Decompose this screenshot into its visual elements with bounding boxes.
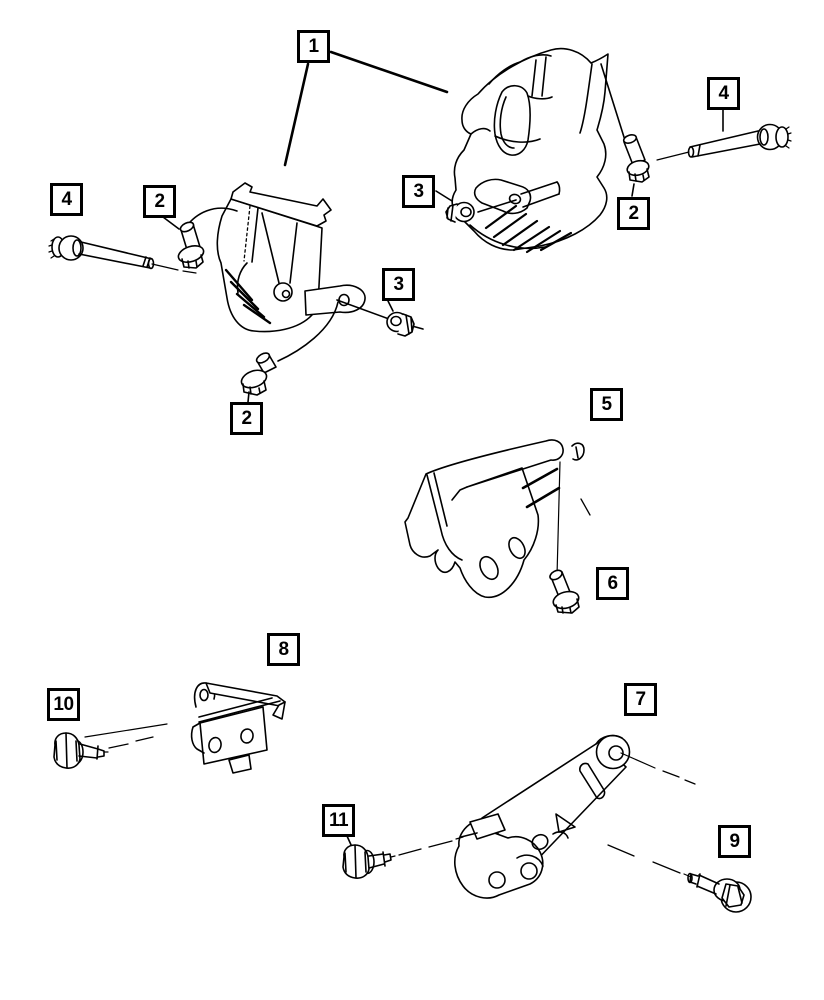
small-bolt-lower-left-drawing	[240, 352, 277, 403]
engine-mount-bracket-right-drawing	[451, 47, 609, 254]
callout-2-right-label: 2	[628, 203, 639, 224]
callout-1: 1	[297, 30, 330, 63]
callout-8-label: 8	[278, 639, 289, 660]
callout-2-upper-left-label: 2	[154, 191, 165, 212]
callout-6: 6	[596, 567, 629, 600]
callout-10-label: 10	[53, 694, 74, 715]
callout-2-lower-left-leader	[247, 391, 250, 403]
callout-8: 8	[267, 633, 300, 666]
callout-3-left-label: 3	[393, 274, 404, 295]
callout-4-left: 4	[50, 183, 83, 216]
callout-2-lower-left: 2	[230, 402, 263, 435]
small-bolt-upper-left-drawing	[162, 216, 205, 269]
callout-9-label: 9	[729, 831, 740, 852]
callout-2-upper-left: 2	[143, 185, 176, 218]
callout-6-label: 6	[607, 573, 618, 594]
flange-nut-right-drawing	[435, 190, 475, 223]
callout-5-label: 5	[601, 394, 612, 415]
callout-2-lower-left-label: 2	[241, 408, 252, 429]
callout-11: 11	[322, 804, 355, 837]
callout-3-left: 3	[382, 268, 415, 301]
callout-3-right-leader	[435, 190, 453, 202]
callout-7-label: 7	[635, 689, 646, 710]
support-bracket-drawing	[404, 439, 591, 599]
callout-3-right-label: 3	[413, 181, 424, 202]
mount-bolt-left-drawing	[53, 723, 168, 769]
callout-3-right: 3	[402, 175, 435, 208]
callout-4-right-label: 4	[718, 83, 729, 104]
nut-3-left-axis-line	[336, 299, 390, 320]
callout-2-right-leader	[631, 183, 635, 197]
callout-5: 5	[590, 388, 623, 421]
callout-4-left-label: 4	[61, 189, 72, 210]
small-bolt-right-drawing	[622, 134, 650, 197]
long-bolt-left-drawing	[48, 235, 197, 274]
strut-bolt-left-drawing	[342, 835, 464, 879]
support-strut-drawing	[454, 734, 696, 899]
callout-2-right: 2	[617, 197, 650, 230]
flange-nut-left-drawing	[386, 300, 415, 337]
callout-1-leader-lines	[283, 50, 449, 167]
long-bolt-right-drawing	[656, 107, 792, 161]
callout-2-upper-left-leader	[162, 216, 180, 230]
callout-9: 9	[718, 825, 751, 858]
engine-mount-bracket-left-drawing	[216, 182, 366, 333]
callout-10: 10	[47, 688, 80, 721]
nut-3-right-axis-line	[477, 199, 517, 213]
callout-7: 7	[624, 683, 657, 716]
callout-11-label: 11	[328, 810, 349, 831]
strut-bolt-right-drawing	[607, 844, 752, 913]
callout-1-label: 1	[308, 36, 319, 57]
bolt-6-axis-line	[556, 461, 561, 577]
bracket-bolt-drawing	[549, 569, 580, 614]
bolt-2-lower-left-pointer-curve	[277, 301, 339, 362]
callout-4-right: 4	[707, 77, 740, 110]
transmission-mount-drawing	[190, 682, 286, 774]
callout-3-left-leader	[387, 300, 394, 312]
